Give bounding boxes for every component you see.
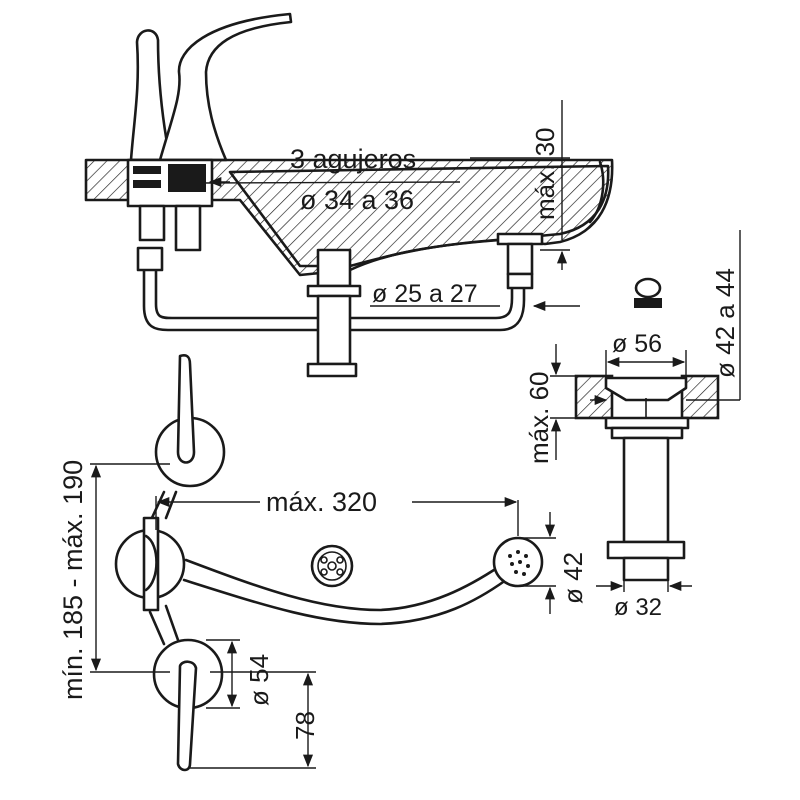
spout-reach-label: máx. 320: [266, 487, 377, 517]
top-lever: [176, 353, 196, 464]
drain-grid-dot-3: [336, 556, 344, 564]
hole-diameter-label: ø 34 a 36: [300, 185, 414, 215]
popup-plug-icon: [634, 277, 662, 299]
sprayer-hose-2: [182, 578, 508, 626]
reach-label-bg: [260, 484, 412, 518]
drain-lock-nut: [604, 416, 690, 430]
pipe-diameter-label: ø 25 a 27: [372, 280, 478, 308]
drain-detail-view: ø 56 ø 42 a 44 máx. 60 ø 32: [524, 230, 741, 621]
drain-diameter-label: ø 42 a 44: [710, 268, 740, 378]
sprayer-valve-top: [496, 232, 544, 246]
popup-plug-base: [634, 298, 662, 308]
rosette-diameter-label: ø 54: [244, 654, 274, 706]
bottom-lever: [176, 660, 198, 772]
sprayer-nozzles: [508, 550, 530, 576]
offset-label: 78: [290, 711, 320, 740]
sprayer-hose: [184, 558, 502, 612]
sprayer-valve-body: [506, 242, 534, 276]
link-bottom: [148, 610, 166, 646]
hose-fitting-left: [136, 246, 164, 272]
side-elevation-view: 3 agujeros ø 34 a 36 máx. 30 ø 25 a 27: [84, 12, 614, 378]
valve-outlet: [174, 204, 202, 252]
drain-grid-icon: [310, 544, 354, 588]
valve-nut: [133, 166, 161, 174]
drain-tailpiece: [622, 436, 670, 544]
link-bottom-2: [164, 604, 180, 642]
drain-grid-dot-5: [336, 568, 344, 576]
sprayer-valve-nut: [506, 272, 534, 290]
drain-grid-dot-2: [320, 556, 328, 564]
drain-cap: [306, 362, 358, 378]
drain-flange-detail: [604, 376, 688, 402]
link-top-2: [164, 490, 178, 520]
flange-diameter-label: ø 56: [612, 330, 662, 358]
handle-spacing-label: mín. 185 - máx. 190: [58, 460, 88, 700]
drain-flange: [306, 284, 362, 298]
drain-grid-dot-4: [320, 568, 328, 576]
holes-label: 3 agujeros: [290, 144, 416, 174]
valve-nut-2: [133, 180, 161, 188]
valve-lower: [138, 204, 166, 242]
max30-label: máx. 30: [530, 128, 560, 221]
drain-grid-dot: [327, 561, 337, 571]
bowl-surface: [228, 164, 610, 268]
drain-tail-end: [622, 556, 670, 582]
max60-label: máx. 60: [524, 372, 554, 465]
holes-leader: [197, 181, 461, 184]
bowl-rim: [588, 160, 605, 224]
drain-lock-nut-2: [610, 426, 684, 440]
plan-view: mín. 185 - máx. 190 máx. 320 ø 42 ø 54 7…: [58, 353, 588, 772]
lever-handle: [129, 29, 172, 162]
counter-right: [680, 374, 720, 420]
drain-pipe: [316, 294, 352, 366]
drain-body: [316, 248, 352, 288]
drain-grid-inner: [317, 551, 347, 581]
drain-tail-collar: [606, 540, 686, 560]
sprayer-diameter-label: ø 42: [558, 552, 588, 604]
valve-thread: [168, 164, 206, 192]
tail-diameter-label: ø 32: [614, 594, 662, 621]
spout: [158, 12, 293, 162]
center-spout-detail: [144, 534, 158, 592]
